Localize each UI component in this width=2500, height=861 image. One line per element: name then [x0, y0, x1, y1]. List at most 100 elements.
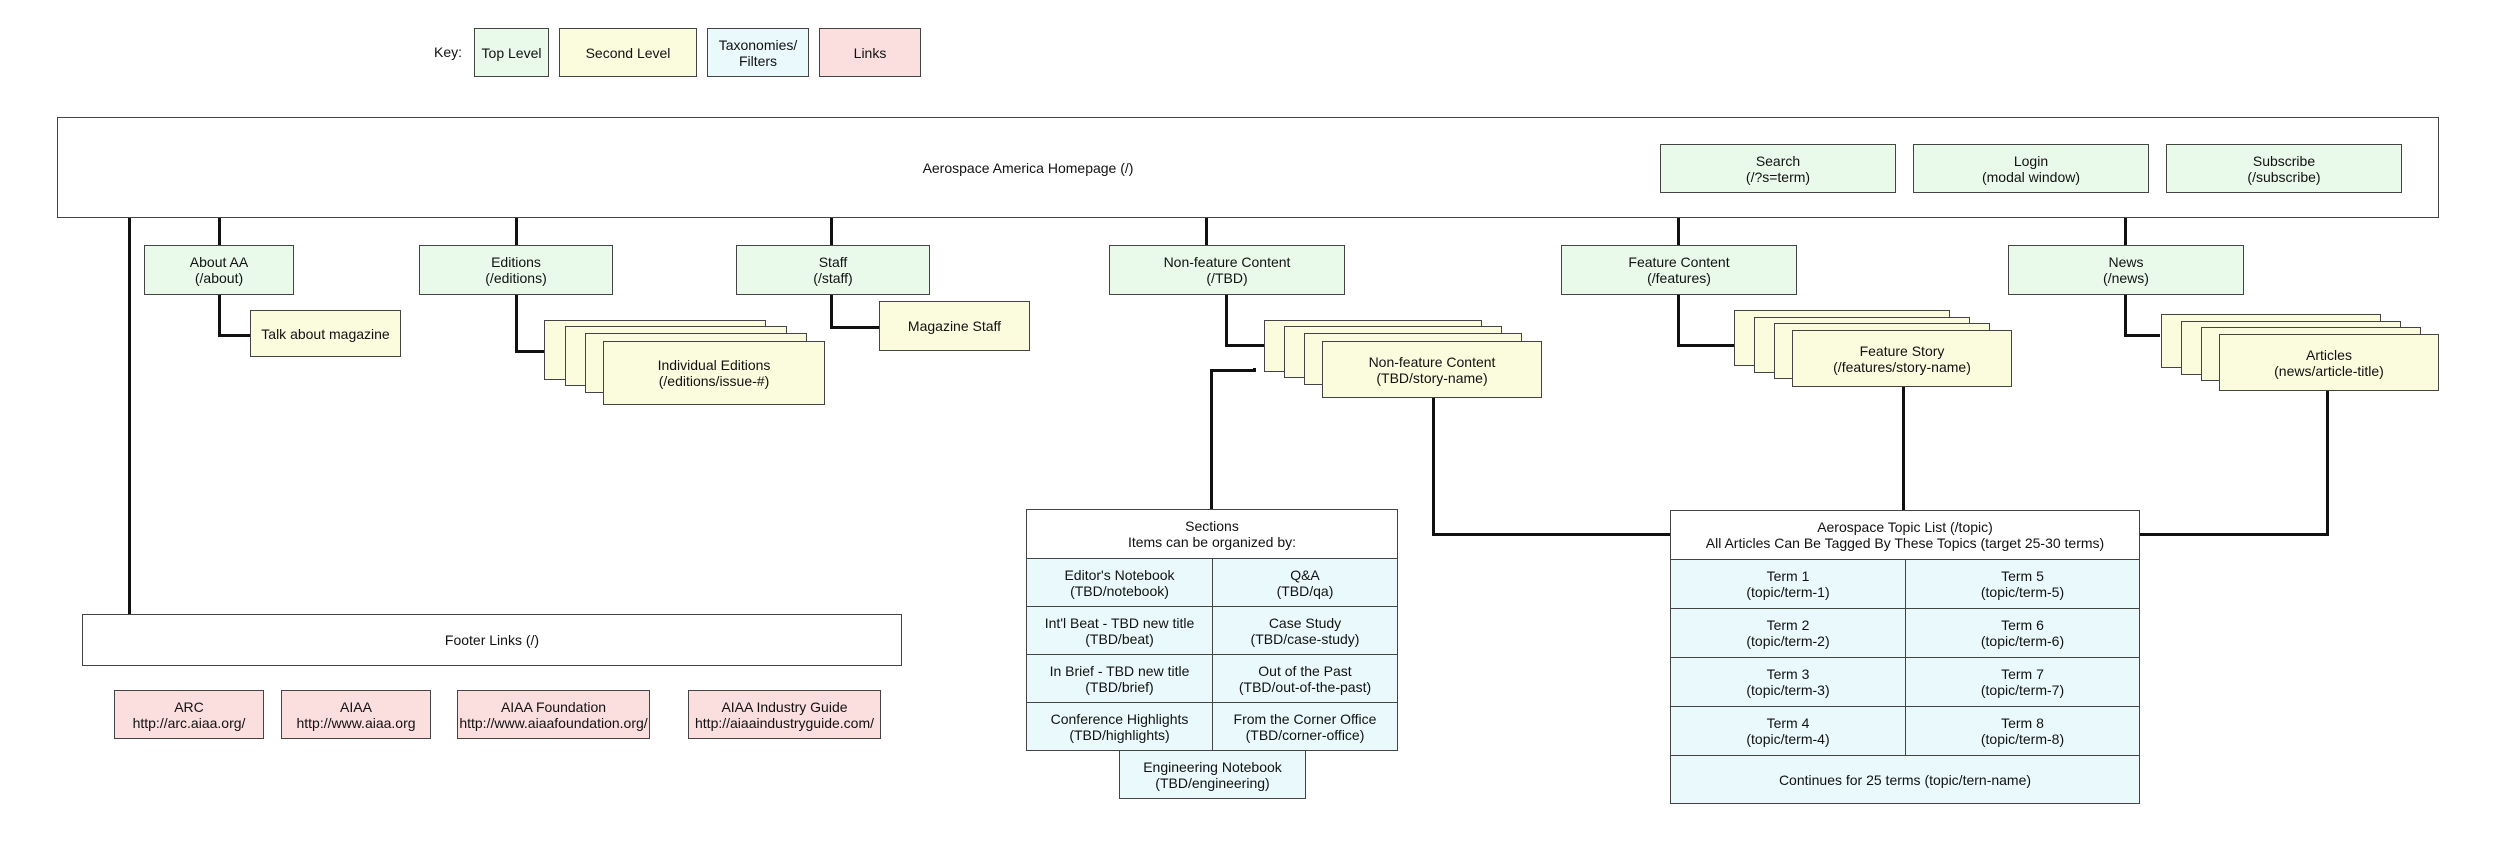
- footer-link-label: ARC: [174, 698, 204, 715]
- section-item-label: Q&A: [1290, 566, 1320, 583]
- connector-feature: [1677, 217, 1680, 247]
- footer-link-url: http://aiaaindustryguide.com/: [695, 714, 874, 731]
- topic-term-label: Term 8: [2001, 715, 2044, 731]
- key-second-level-label: Second Level: [585, 44, 671, 61]
- footer-link-url: http://www.aiaa.org: [296, 714, 416, 731]
- connector-nonfeature-child-h: [1225, 344, 1265, 347]
- section-item-label: Int'l Beat - TBD new title: [1044, 614, 1195, 631]
- footer-link-url: http://arc.aiaa.org/: [132, 714, 246, 731]
- topic-term: Term 6 (topic/term-6): [1905, 608, 2140, 658]
- footer-links-title: Footer Links (/): [444, 632, 540, 648]
- section-item-label: Case Study: [1268, 614, 1342, 631]
- subscribe-box: Subscribe (/subscribe): [2166, 144, 2402, 193]
- sections-title: Sections: [1185, 518, 1239, 534]
- about-url: (/about): [194, 270, 244, 286]
- feature-child-label: Feature Story: [1859, 342, 1945, 359]
- connector-staff-child-h: [830, 326, 880, 329]
- section-item-url: (TBD/case-study): [1250, 630, 1360, 647]
- section-item-url: (TBD/engineering): [1155, 774, 1270, 791]
- key-taxonomies-label-2: Filters: [738, 52, 778, 69]
- news-child-url: (news/article-title): [2274, 362, 2384, 379]
- connector-editions: [515, 217, 518, 247]
- topic-term-label: Term 4: [1766, 715, 1810, 731]
- staff-child-label: Magazine Staff: [907, 318, 1002, 334]
- topic-term-url: (topic/term-2): [1746, 633, 1830, 649]
- key-second-level: Second Level: [559, 28, 697, 77]
- nonfeature-child-label: Non-feature Content: [1368, 353, 1496, 370]
- connector-nonfeature-child: [1225, 294, 1228, 346]
- connector-about-child-h: [218, 334, 251, 337]
- key-taxonomies-label-1: Taxonomies/: [718, 36, 798, 53]
- section-item: Conference Highlights (TBD/highlights): [1026, 702, 1213, 751]
- topic-term-label: Term 6: [2001, 617, 2044, 633]
- news-child-label: Articles: [2306, 346, 2352, 363]
- feature-label: Feature Content: [1628, 254, 1730, 270]
- footer-link-label: AIAA Industry Guide: [721, 698, 848, 715]
- news-url: (/news): [2103, 270, 2149, 286]
- connector-topic-nf-v: [1432, 397, 1435, 535]
- section-item: Int'l Beat - TBD new title (TBD/beat): [1026, 606, 1213, 655]
- topic-term-label: Term 2: [1766, 617, 1810, 633]
- footer-link-aiaa[interactable]: AIAA http://www.aiaa.org: [281, 690, 431, 739]
- staff-box: Staff (/staff): [736, 245, 930, 295]
- nonfeature-url: (/TBD): [1206, 270, 1248, 286]
- nonfeature-box: Non-feature Content (/TBD): [1109, 245, 1345, 295]
- key-top-level-label: Top Level: [481, 44, 542, 61]
- connector-feature-child-h: [1677, 344, 1735, 347]
- connector-sections-c: [1210, 369, 1213, 509]
- connector-footer: [128, 217, 131, 614]
- connector-staff-child: [830, 294, 833, 328]
- feature-url: (/features): [1647, 270, 1711, 286]
- connector-topic-news-v: [2326, 390, 2329, 535]
- topic-term-label: Term 1: [1766, 568, 1810, 584]
- connector-news-child: [2124, 294, 2127, 336]
- section-item-label: In Brief - TBD new title: [1049, 662, 1190, 679]
- staff-label: Staff: [818, 254, 848, 270]
- login-box: Login (modal window): [1913, 144, 2149, 193]
- connector-about-child: [218, 294, 221, 336]
- topic-term-label: Term 3: [1766, 666, 1810, 682]
- section-item: In Brief - TBD new title (TBD/brief): [1026, 654, 1213, 703]
- topic-term: Term 8 (topic/term-8): [1905, 706, 2140, 756]
- topic-term: Term 7 (topic/term-7): [1905, 657, 2140, 707]
- footer-link-aiaa-foundation[interactable]: AIAA Foundation http://www.aiaafoundatio…: [457, 690, 650, 739]
- login-url: (modal window): [1981, 168, 2081, 185]
- section-item-url: (TBD/out-of-the-past): [1238, 678, 1372, 695]
- topic-term: Term 3 (topic/term-3): [1670, 657, 1906, 707]
- key-links: Links: [819, 28, 921, 77]
- connector-editions-child-h: [515, 350, 545, 353]
- nonfeature-label: Non-feature Content: [1163, 254, 1291, 270]
- footer-links-box: Footer Links (/): [82, 614, 902, 666]
- connector-topic-nf-h: [1432, 533, 1670, 536]
- section-item: Case Study (TBD/case-study): [1212, 606, 1398, 655]
- editions-child-url: (/editions/issue-#): [658, 373, 770, 389]
- search-label: Search: [1755, 152, 1801, 169]
- topic-term-url: (topic/term-4): [1746, 731, 1830, 747]
- staff-child-box: Magazine Staff: [879, 301, 1030, 351]
- topic-term: Term 2 (topic/term-2): [1670, 608, 1906, 658]
- feature-child-box: Feature Story (/features/story-name): [1792, 330, 2012, 387]
- news-label: News: [2108, 254, 2144, 270]
- news-box: News (/news): [2008, 245, 2244, 295]
- connector-staff: [830, 217, 833, 247]
- section-item-url: (TBD/brief): [1085, 678, 1154, 695]
- topic-term: Term 1 (topic/term-1): [1670, 559, 1906, 609]
- topic-term-url: (topic/term-6): [1980, 633, 2065, 649]
- footer-link-arc[interactable]: ARC http://arc.aiaa.org/: [114, 690, 264, 739]
- editions-url: (/editions): [485, 270, 547, 286]
- topic-term-url: (topic/term-8): [1980, 731, 2065, 747]
- section-item: Q&A (TBD/qa): [1212, 558, 1398, 607]
- footer-link-industry-guide[interactable]: AIAA Industry Guide http://aiaaindustryg…: [688, 690, 881, 739]
- homepage-title: Aerospace America Homepage (/): [922, 159, 1134, 176]
- section-item-label: From the Corner Office: [1233, 710, 1377, 727]
- topics-header: Aerospace Topic List (/topic) All Articl…: [1670, 510, 2140, 560]
- about-label: About AA: [189, 254, 249, 270]
- editions-child-label: Individual Editions: [657, 357, 771, 373]
- key-taxonomies: Taxonomies/ Filters: [707, 28, 809, 77]
- feature-child-url: (/features/story-name): [1833, 358, 1971, 375]
- editions-label: Editions: [491, 254, 541, 270]
- connector-feature-child: [1677, 294, 1680, 346]
- connector-about: [218, 217, 221, 247]
- about-child-box: Talk about magazine: [250, 310, 401, 357]
- editions-box: Editions (/editions): [419, 245, 613, 295]
